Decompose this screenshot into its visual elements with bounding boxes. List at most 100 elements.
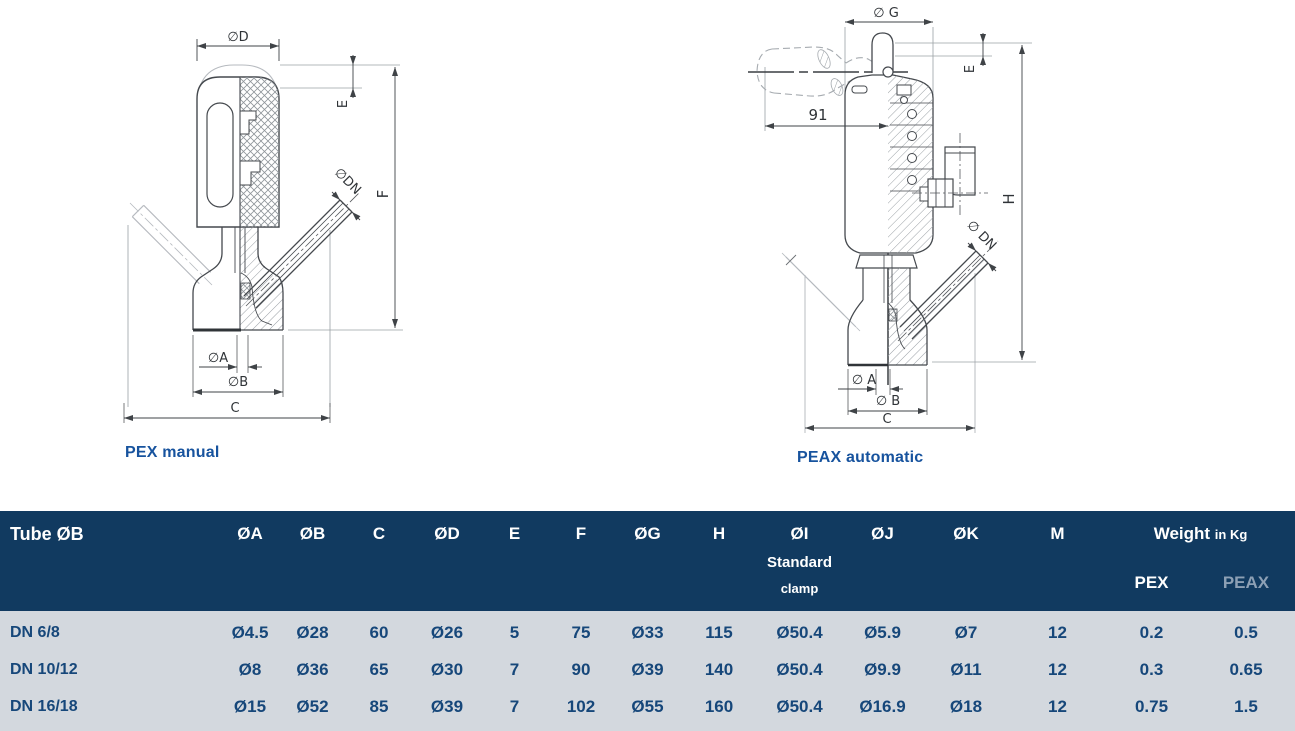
cell: 85 [369, 696, 389, 716]
cell: 140 [704, 659, 734, 679]
dimension-table: Tube ØB ØA ØB C ØD E F ØG H ØI Standard … [0, 511, 1295, 731]
dim-label-b: ∅ B [876, 394, 900, 409]
actuator [844, 32, 934, 254]
dim-label-b: ∅B [228, 375, 248, 390]
dim-label-d: ∅D [227, 30, 248, 45]
header-b: ØB [299, 524, 326, 543]
cell: 12 [1048, 696, 1067, 716]
dim-label-e: E [963, 65, 978, 73]
cell: Ø55 [631, 696, 664, 716]
cell: Ø50.4 [776, 659, 823, 679]
handle-slot [206, 102, 234, 208]
reference-lines [127, 64, 403, 407]
ghost-section-1 [817, 49, 831, 69]
header-g: ØG [634, 524, 661, 543]
dim-label-91: 91 [808, 106, 827, 124]
caption-pex-manual: PEX manual [125, 444, 220, 461]
air-fitting [912, 133, 988, 217]
header-i-label: ØI [790, 524, 809, 543]
row-label: DN 16/18 [10, 697, 78, 715]
cell: 0.3 [1139, 659, 1164, 679]
cell: 0.75 [1134, 696, 1169, 716]
header-m: M [1050, 524, 1065, 543]
cell: Ø50.4 [776, 696, 823, 716]
header-i-clamp: clamp [780, 581, 819, 596]
header-pex: PEX [1134, 573, 1169, 592]
right-branch [897, 240, 999, 342]
header-i: ØI Standard clamp [757, 511, 842, 611]
dim-label-g: ∅ G [873, 6, 899, 21]
cell: Ø30 [430, 659, 464, 679]
right-branch [243, 191, 361, 309]
cell: Ø36 [296, 659, 329, 679]
cell: Ø33 [631, 622, 664, 642]
header-weight-unit: in Kg [1214, 527, 1248, 542]
cell: 5 [509, 622, 520, 642]
pex-manual-drawing: ∅D E F ∅DN ∅A ∅B C [123, 30, 403, 423]
cell: 0.5 [1234, 622, 1258, 642]
dim-label-dn: ∅DN [331, 165, 364, 198]
row-label: DN 6/8 [10, 623, 60, 641]
cell: Ø8 [238, 659, 262, 679]
dim-label-f: F [374, 190, 392, 199]
header-h: H [712, 524, 726, 543]
header-k: ØK [953, 524, 979, 543]
cell: Ø9.9 [864, 659, 901, 679]
handle [196, 76, 280, 228]
clevis [871, 32, 894, 73]
left-branch-ghost [781, 252, 861, 332]
cell: 1.5 [1234, 696, 1258, 716]
dim-label-a: ∅ A [852, 373, 876, 388]
dim-label-c: C [230, 401, 239, 416]
cell: 0.65 [1229, 659, 1263, 679]
header-e: E [508, 524, 521, 543]
dim-label-c: C [882, 412, 891, 427]
dimensions [123, 39, 398, 423]
header-peax: PEAX [1222, 573, 1270, 592]
table-row-dn-10-12: DN 10/12 Ø8 Ø36 65 Ø30 7 90 Ø39 140 Ø50.… [0, 651, 1295, 688]
clamp-collar [855, 254, 918, 269]
left-branch-ghost [129, 202, 213, 286]
dim-label-a: ∅A [208, 351, 228, 366]
button [851, 85, 868, 94]
dim-label-e: E [336, 100, 351, 108]
ghost-section-2 [830, 78, 844, 96]
table-row-dn-16-18: DN 16/18 Ø15 Ø52 85 Ø39 7 102 Ø55 160 Ø5… [0, 688, 1295, 725]
cell: 102 [566, 696, 596, 716]
row-label: DN 10/12 [10, 660, 78, 678]
table-row-dn-6-8: DN 6/8 Ø4.5 Ø28 60 Ø26 5 75 Ø33 115 Ø50.… [0, 614, 1295, 651]
header-weight-label: Weight [1153, 524, 1211, 543]
cell: Ø39 [631, 659, 664, 679]
cell: 7 [509, 659, 520, 679]
caption-peax-automatic: PEAX automatic [797, 449, 924, 466]
cell: 65 [369, 659, 389, 679]
header-j: ØJ [871, 524, 894, 543]
dimensions [765, 19, 1025, 431]
cell: Ø4.5 [231, 622, 269, 642]
dim-label-h: H [1000, 193, 1018, 204]
cell: 12 [1048, 622, 1067, 642]
table-body: DN 6/8 Ø4.5 Ø28 60 Ø26 5 75 Ø33 115 Ø50.… [0, 611, 1295, 731]
header-weight: Weight in Kg PEX PEAX [1106, 511, 1295, 611]
cell: Ø5.9 [864, 622, 901, 642]
pivot [882, 66, 894, 78]
cell: Ø39 [430, 696, 464, 716]
header-a: ØA [237, 524, 263, 543]
cell: Ø16.9 [859, 696, 906, 716]
cell: 75 [571, 622, 591, 642]
cell: Ø28 [296, 622, 329, 642]
header-tube-b: Tube ØB [10, 524, 84, 544]
cell: Ø26 [430, 622, 464, 642]
header-c: C [372, 524, 386, 543]
reference-lines [764, 27, 1036, 433]
header-f: F [575, 524, 587, 543]
cell: 60 [369, 622, 389, 642]
branch-centerline [245, 191, 361, 307]
branch-centerline [897, 240, 999, 342]
cell: 160 [704, 696, 734, 716]
cell: Ø52 [296, 696, 329, 716]
cell: Ø50.4 [776, 622, 823, 642]
screw [896, 84, 912, 96]
table-header: Tube ØB ØA ØB C ØD E F ØG H ØI Standard … [0, 511, 1295, 611]
